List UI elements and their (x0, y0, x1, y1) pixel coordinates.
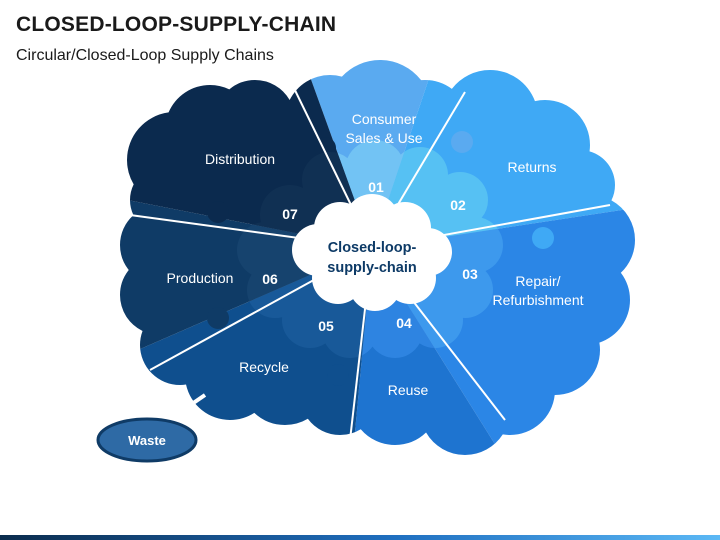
segment-number-06: 06 (262, 271, 278, 287)
bottom-accent-bar (0, 535, 720, 540)
segment-number-02: 02 (450, 197, 466, 213)
segment-distribution (120, 60, 372, 248)
center-label-line2: supply-chain (327, 260, 416, 276)
waste-label: Waste (128, 433, 166, 448)
segment-label-reuse: Reuse (388, 382, 429, 398)
center-label-line1: Closed-loop- (328, 240, 417, 256)
segment-label-distribution: Distribution (205, 151, 275, 167)
waste-pill (96, 417, 198, 463)
segment-label-consumer: Consumer (352, 111, 417, 127)
segment-label-recycle: Recycle (239, 359, 289, 375)
segment-number-01: 01 (368, 179, 384, 195)
segment-number-05: 05 (318, 318, 334, 334)
segment-consumer-sales-use (275, 60, 462, 248)
inner-segment-03 (372, 195, 503, 358)
segment-label-returns: Returns (507, 159, 556, 175)
inner-segment-04 (345, 248, 503, 358)
segment-label-sales-use: Sales & Use (345, 130, 422, 146)
inner-segment-02 (372, 140, 503, 248)
page-title: CLOSED-LOOP-SUPPLY-CHAIN (16, 13, 337, 36)
segment-number-03: 03 (462, 266, 478, 282)
inner-segment-06 (237, 175, 372, 358)
segment-label-production: Production (167, 270, 234, 286)
segment-number-04: 04 (396, 315, 412, 331)
segment-number-07: 07 (282, 206, 298, 222)
waste-arrow (178, 393, 207, 414)
segment-label-repair: Repair/ (515, 273, 560, 289)
segment-label-refurbishment: Refurbishment (492, 292, 583, 308)
page-subtitle: Circular/Closed-Loop Supply Chains (16, 47, 274, 64)
center-cloud (292, 194, 452, 311)
